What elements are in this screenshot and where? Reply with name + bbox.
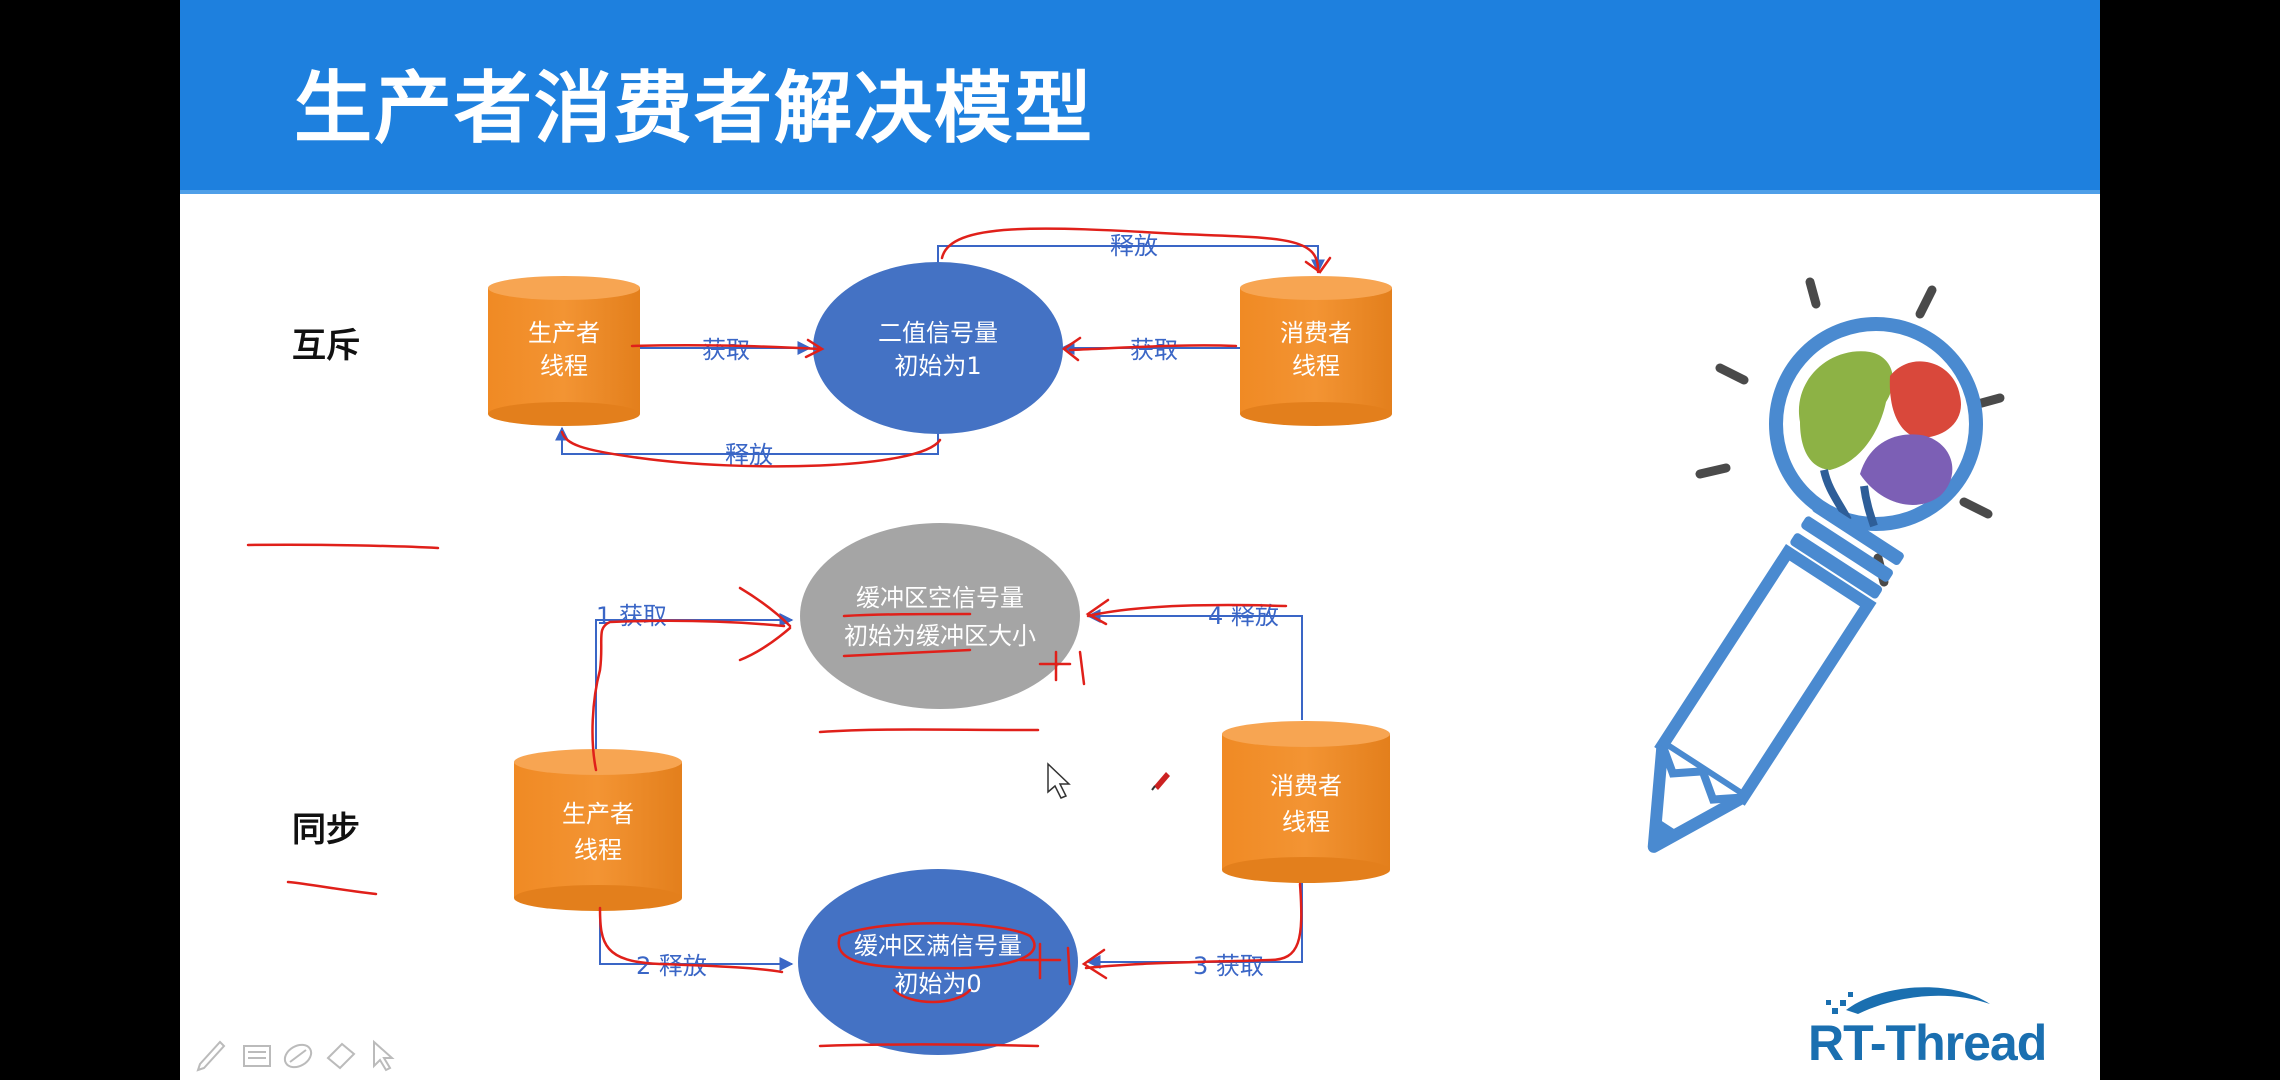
full-sem-line1: 缓冲区满信号量 <box>854 932 1022 960</box>
edge-step3 <box>1086 878 1303 969</box>
rt-thread-logo-mark <box>1826 987 1990 1014</box>
eraser-icon[interactable] <box>281 1040 315 1071</box>
label-release-top: 释放 <box>1110 232 1158 260</box>
rt-thread-logo: RT-Thread <box>1808 1015 2047 1071</box>
binary-sem-line2: 初始为1 <box>894 352 981 380</box>
sync-producer-line2: 线程 <box>574 836 622 864</box>
mutex-producer-line1: 生产者 <box>528 319 600 347</box>
lightbulb-pencil-illustration <box>1647 277 2005 853</box>
sync-producer-line1: 生产者 <box>562 800 634 828</box>
mouse-pointer-icon <box>1047 762 1071 799</box>
diagram-canvas: 获取 获取 释放 释放 生产者 线程 消费者 线程 二值信号量 初始为1 <box>246 227 2005 1055</box>
mutex-binary-semaphore: 二值信号量 初始为1 <box>813 262 1063 434</box>
mutex-consumer-line1: 消费者 <box>1280 319 1352 347</box>
label-consumer-acquire: 获取 <box>1130 336 1178 364</box>
red-pen-annotations <box>246 227 1332 1048</box>
row-label-mutex: 互斥 <box>292 326 360 366</box>
sync-producer-thread: 生产者 线程 <box>514 749 682 911</box>
sync-consumer-thread: 消费者 线程 <box>1222 721 1390 883</box>
shape-icon[interactable] <box>326 1042 356 1070</box>
binary-sem-line1: 二值信号量 <box>878 319 998 347</box>
empty-sem-line1: 缓冲区空信号量 <box>856 584 1024 612</box>
slide-title: 生产者消费者解决模型 <box>294 64 1095 154</box>
edge-step4 <box>1086 609 1303 720</box>
mutex-consumer-line2: 线程 <box>1292 352 1340 380</box>
annotation-toolbar <box>196 1039 395 1072</box>
slide-header: 生产者消费者解决模型 <box>180 0 2100 194</box>
sync-consumer-line2: 线程 <box>1282 808 1330 836</box>
full-semaphore: 缓冲区满信号量 初始为0 <box>798 869 1078 1055</box>
highlighter-icon[interactable] <box>243 1045 271 1067</box>
full-sem-line2: 初始为0 <box>894 970 981 998</box>
mutex-consumer-thread: 消费者 线程 <box>1240 276 1392 426</box>
cursor-icon[interactable] <box>373 1039 395 1072</box>
mutex-producer-line2: 线程 <box>540 352 588 380</box>
sync-consumer-line1: 消费者 <box>1270 772 1342 800</box>
label-step1: 1 获取 <box>596 602 667 630</box>
row-label-sync: 同步 <box>292 810 360 850</box>
label-step3: 3 获取 <box>1193 952 1264 980</box>
pen-cursor-icon <box>1151 772 1170 791</box>
pen-icon[interactable] <box>196 1040 226 1072</box>
empty-semaphore: 缓冲区空信号量 初始为缓冲区大小 <box>800 523 1080 709</box>
mutex-producer-thread: 生产者 线程 <box>488 276 640 426</box>
empty-sem-line2: 初始为缓冲区大小 <box>844 622 1036 650</box>
edge-step1 <box>595 613 794 752</box>
slide: 生产者消费者解决模型 互斥 同步 获取 获取 释放 释放 <box>180 0 2100 1080</box>
edge-release-top <box>937 245 1325 274</box>
label-producer-acquire: 获取 <box>702 336 750 364</box>
